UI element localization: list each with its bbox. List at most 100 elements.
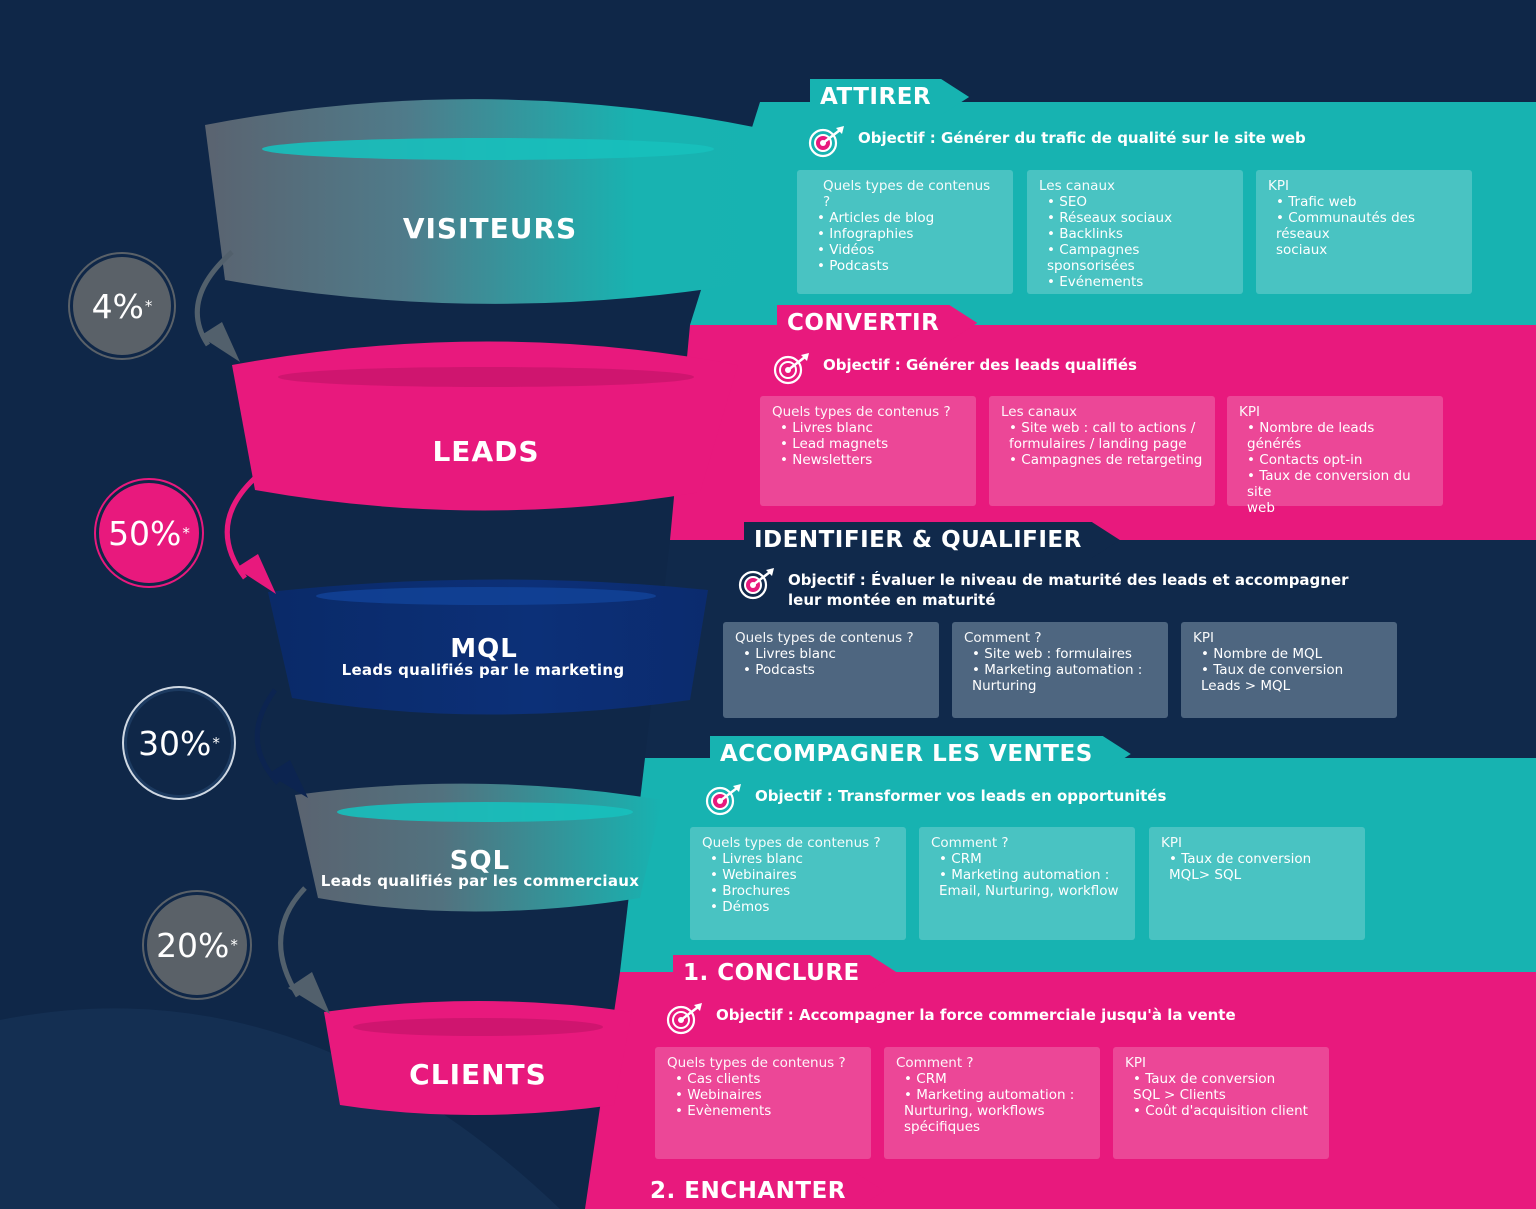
target-icon [773, 351, 813, 385]
info-box-kpi: KPI Taux de conversion SQL > ClientsCoût… [1113, 1047, 1329, 1159]
list-item: Taux de conversion du site web [1247, 468, 1431, 516]
funnel-label-mql: MQL [450, 634, 518, 664]
list-item: Campagnes de retargeting [1009, 452, 1203, 468]
list-item: Lead magnets [780, 436, 964, 452]
rate-circle-sql-to-clients: 20%* [144, 892, 250, 998]
list-item: Site web : formulaires [972, 646, 1156, 662]
list-item: Marketing automation : Email, Nurturing,… [939, 867, 1123, 899]
stage-title-conclure: 1. CONCLURE [673, 955, 898, 991]
funnel-sublabel-mql: Leads qualifiés par le marketing [341, 661, 625, 679]
box-title: KPI [1193, 630, 1214, 646]
list-item: Webinaires [710, 867, 894, 883]
list-item: Backlinks [1047, 226, 1231, 242]
list-item: Livres blanc [710, 851, 894, 867]
list-item: Evènements [675, 1103, 859, 1119]
info-box-kpi: KPI Nombre de leads générésContacts opt-… [1227, 396, 1443, 516]
list-item: SEO [1047, 194, 1231, 210]
box-title: Comment ? [964, 630, 1042, 646]
stage-objective-convertir: Objectif : Générer des leads qualifiés [773, 351, 1137, 385]
objective-text: Objectif : Évaluer le niveau de maturité… [788, 571, 1349, 609]
info-box-kpi: KPI Nombre de MQLTaux de conversion Lead… [1181, 622, 1397, 718]
list-item: Evénements [1047, 274, 1231, 290]
list-item: Coût d'acquisition client [1133, 1103, 1317, 1119]
list-item: Cas clients [675, 1071, 859, 1087]
funnel-label-leads: LEADS [432, 435, 540, 468]
rate-asterisk: * [230, 936, 238, 954]
list-item: Démos [710, 899, 894, 915]
list-item: Marketing automation : Nurturing [972, 662, 1156, 694]
rate-circle-visiteurs-to-leads: 4%* [70, 254, 174, 358]
rate-value: 50% [108, 513, 182, 553]
list-item: Infographies [817, 226, 1001, 242]
list-item: Livres blanc [743, 646, 927, 662]
stage-title-enchanter: 2. ENCHANTER [640, 1173, 884, 1209]
stage-title-accompagner-ventes: ACCOMPAGNER LES VENTES [710, 736, 1131, 772]
list-item: Taux de conversion Leads > MQL [1201, 662, 1385, 694]
stage-title-identifier-qualifier: IDENTIFIER & QUALIFIER [744, 522, 1120, 558]
funnel-sublabel-sql: Leads qualifiés par les commerciaux [320, 872, 640, 890]
info-box-contents: Quels types de contenus ? Cas clientsWeb… [655, 1047, 871, 1159]
rate-asterisk: * [212, 734, 220, 752]
rate-value: 30% [138, 723, 212, 763]
box-title: Quels types de contenus ? [702, 835, 881, 851]
info-box-how: Comment ? CRMMarketing automation : Nurt… [884, 1047, 1100, 1159]
box-title: Quels types de contenus ? [667, 1055, 846, 1071]
rate-circle-leads-to-mql: 50%* [96, 480, 202, 586]
box-title: KPI [1161, 835, 1182, 851]
info-box-channels: Les canaux SEORéseaux sociauxBacklinksCa… [1027, 170, 1243, 294]
rate-asterisk: * [144, 297, 153, 315]
list-item: CRM [904, 1071, 1088, 1087]
box-title: Quels types de contenus ? [735, 630, 914, 646]
info-box-kpi: KPI Trafic webCommunautés des réseaux so… [1256, 170, 1472, 294]
list-item: Articles de blog [817, 210, 1001, 226]
rate-value: 4% [91, 286, 144, 326]
box-title: KPI [1125, 1055, 1146, 1071]
box-title: Quels types de contenus ? [772, 404, 951, 420]
list-item: Newsletters [780, 452, 964, 468]
funnel-label-visiteurs: VISITEURS [402, 212, 578, 245]
stage-objective-conclure: Objectif : Accompagner la force commerci… [666, 1001, 1236, 1035]
box-title: Les canaux [1039, 178, 1115, 194]
objective-text: Objectif : Générer des leads qualifiés [823, 356, 1137, 374]
info-box-kpi: KPI Taux de conversion MQL> SQL [1149, 827, 1365, 940]
list-item: Brochures [710, 883, 894, 899]
list-item: Communautés des réseaux sociaux [1276, 210, 1460, 258]
info-box-channels: Les canaux Site web : call to actions / … [989, 396, 1215, 506]
list-item: Podcasts [817, 258, 1001, 274]
target-icon [808, 124, 848, 158]
target-icon [666, 1001, 706, 1035]
funnel-level-clients [324, 1001, 632, 1115]
box-title: KPI [1268, 178, 1289, 194]
info-box-how: Comment ? CRMMarketing automation : Emai… [919, 827, 1135, 940]
list-item: Marketing automation : Nurturing, workfl… [904, 1087, 1088, 1135]
info-box-how: Comment ? Site web : formulairesMarketin… [952, 622, 1168, 718]
box-title: Quels types de contenus ? [823, 178, 991, 210]
stage-objective-attirer: Objectif : Générer du trafic de qualité … [808, 124, 1306, 158]
info-box-contents: Quels types de contenus ? Livres blancWe… [690, 827, 906, 940]
objective-text: Objectif : Générer du trafic de qualité … [858, 129, 1306, 147]
stage-title-convertir: CONVERTIR [777, 305, 977, 341]
list-item: Trafic web [1276, 194, 1460, 210]
funnel-arrows [194, 250, 330, 1014]
list-item: Taux de conversion MQL> SQL [1169, 851, 1353, 883]
box-title: Comment ? [896, 1055, 974, 1071]
rate-asterisk: * [182, 524, 190, 542]
target-icon [705, 782, 745, 816]
funnel-label-sql: SQL [449, 846, 511, 876]
objective-text: Objectif : Transformer vos leads en oppo… [755, 787, 1167, 805]
rate-value: 20% [156, 925, 230, 965]
list-item: Livres blanc [780, 420, 964, 436]
list-item: Webinaires [675, 1087, 859, 1103]
box-title: Comment ? [931, 835, 1009, 851]
background-wave [0, 1008, 560, 1209]
funnel-label-clients: CLIENTS [409, 1058, 547, 1091]
box-title: Les canaux [1001, 404, 1077, 420]
list-item: Campagnes sponsorisées [1047, 242, 1231, 274]
funnel-level-leads [232, 341, 738, 511]
objective-text: Objectif : Accompagner la force commerci… [716, 1006, 1236, 1024]
list-item: Nombre de MQL [1201, 646, 1385, 662]
list-item: Nombre de leads générés [1247, 420, 1431, 452]
funnel-level-sql [295, 783, 662, 912]
